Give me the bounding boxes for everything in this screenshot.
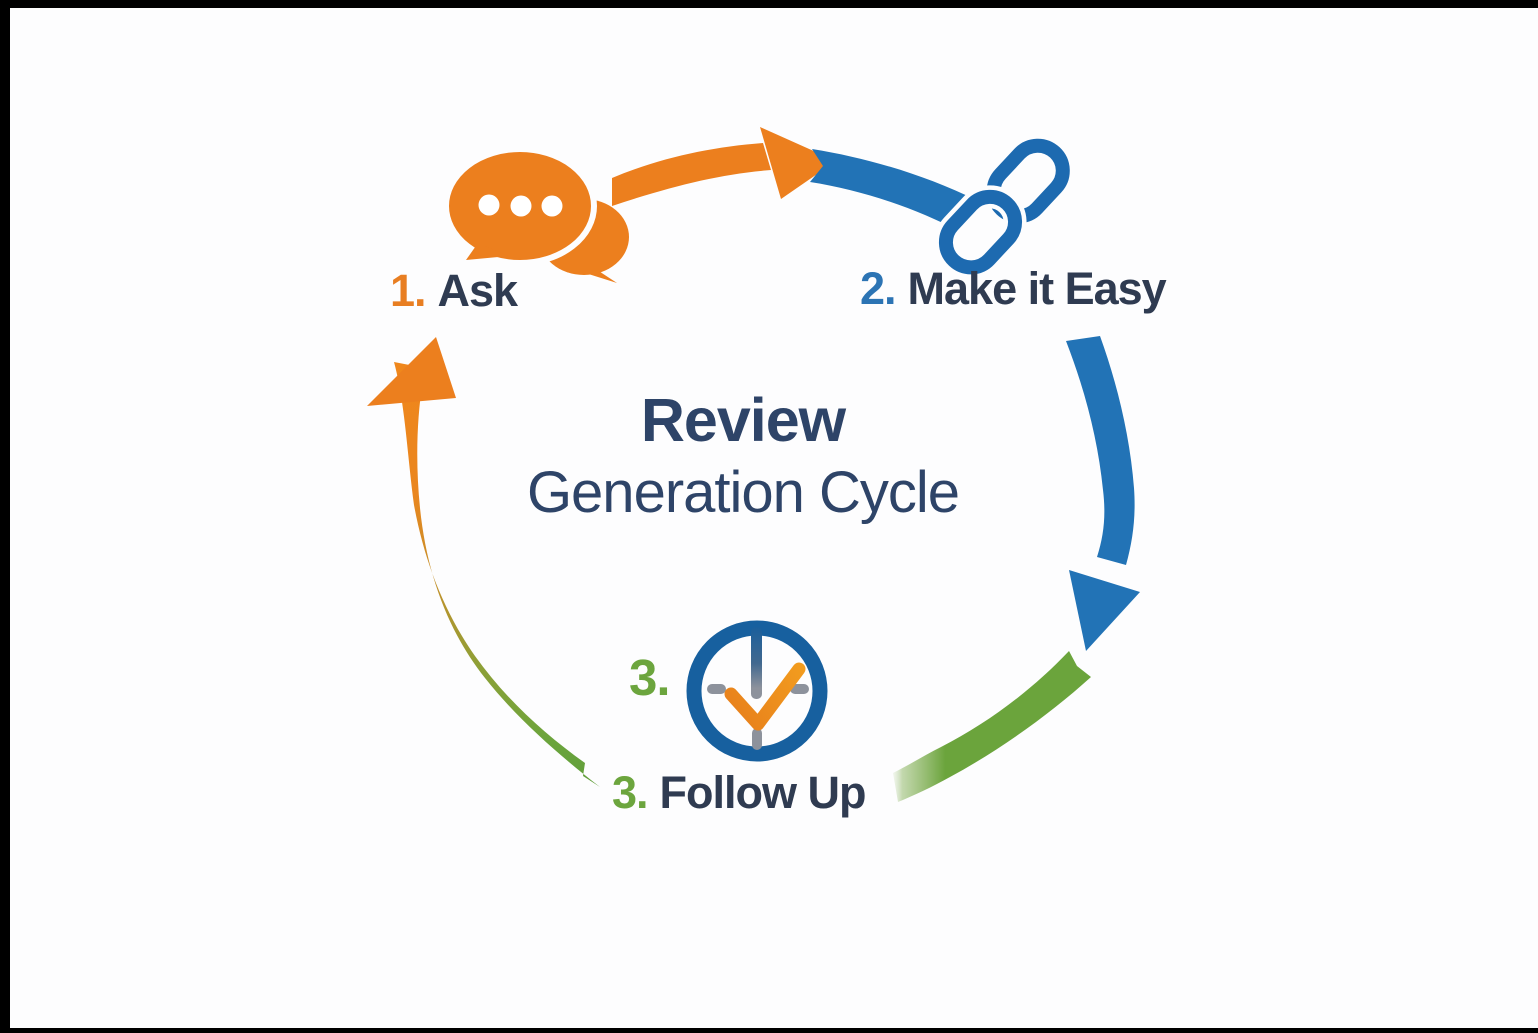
make-to-follow-arrow (1066, 336, 1140, 651)
step-3-follow-up-label: 3.Follow Up (612, 770, 866, 815)
ask-to-make-arrow (612, 127, 836, 206)
chain-upper-link (986, 138, 1070, 224)
step-3-marker-number: 3. (629, 649, 671, 706)
step-3-clock-marker: 3. (629, 649, 671, 706)
check-mark (724, 662, 806, 731)
step-1-ask-label: 1.Ask (390, 265, 519, 316)
blue-band-to-chain (810, 149, 976, 232)
title-line-1: Review (640, 386, 846, 454)
clock-tick-left (707, 684, 726, 694)
frame-bar-bottom (0, 1028, 1538, 1033)
speech-bubbles-icon (443, 146, 629, 283)
blue-arc-band (1066, 336, 1135, 565)
clock-tick-bottom (752, 728, 762, 750)
step-1-number: 1. (390, 265, 427, 316)
title-line-2: Generation Cycle (526, 460, 960, 525)
gradient-arc-arrowhead (367, 337, 456, 406)
step-2-number: 2. (860, 263, 897, 314)
clock-hand (751, 627, 762, 699)
chain-lower-link (938, 189, 1023, 275)
follow-up-green-arc (893, 651, 1091, 802)
clock-tick-right (790, 684, 809, 694)
step-1-text: Ask (437, 265, 519, 316)
step-3-text: Follow Up (659, 767, 867, 818)
step-2-text: Make it Easy (907, 263, 1167, 314)
follow-to-ask-arrow (367, 337, 600, 787)
bubble-dot (510, 195, 532, 217)
blue-arc-arrowhead (1069, 570, 1140, 651)
frame-bar-left (0, 0, 10, 1033)
clock-check-icon (686, 620, 828, 762)
diagram-title: Review Generation Cycle (393, 390, 1093, 522)
step-3-number: 3. (612, 767, 649, 818)
step-2-make-it-easy-label: 2.Make it Easy (860, 263, 1167, 314)
orange-arrow-band (612, 143, 771, 206)
slide-canvas (10, 8, 1538, 1028)
frame-bar-top (0, 0, 1538, 8)
main-bubble-tail (466, 243, 509, 260)
bubble-dot (478, 194, 500, 216)
gradient-arc-band (394, 362, 600, 787)
bubble-dot (541, 195, 563, 217)
orange-arrow-head (760, 127, 836, 199)
chain-link-icon (934, 134, 1075, 279)
